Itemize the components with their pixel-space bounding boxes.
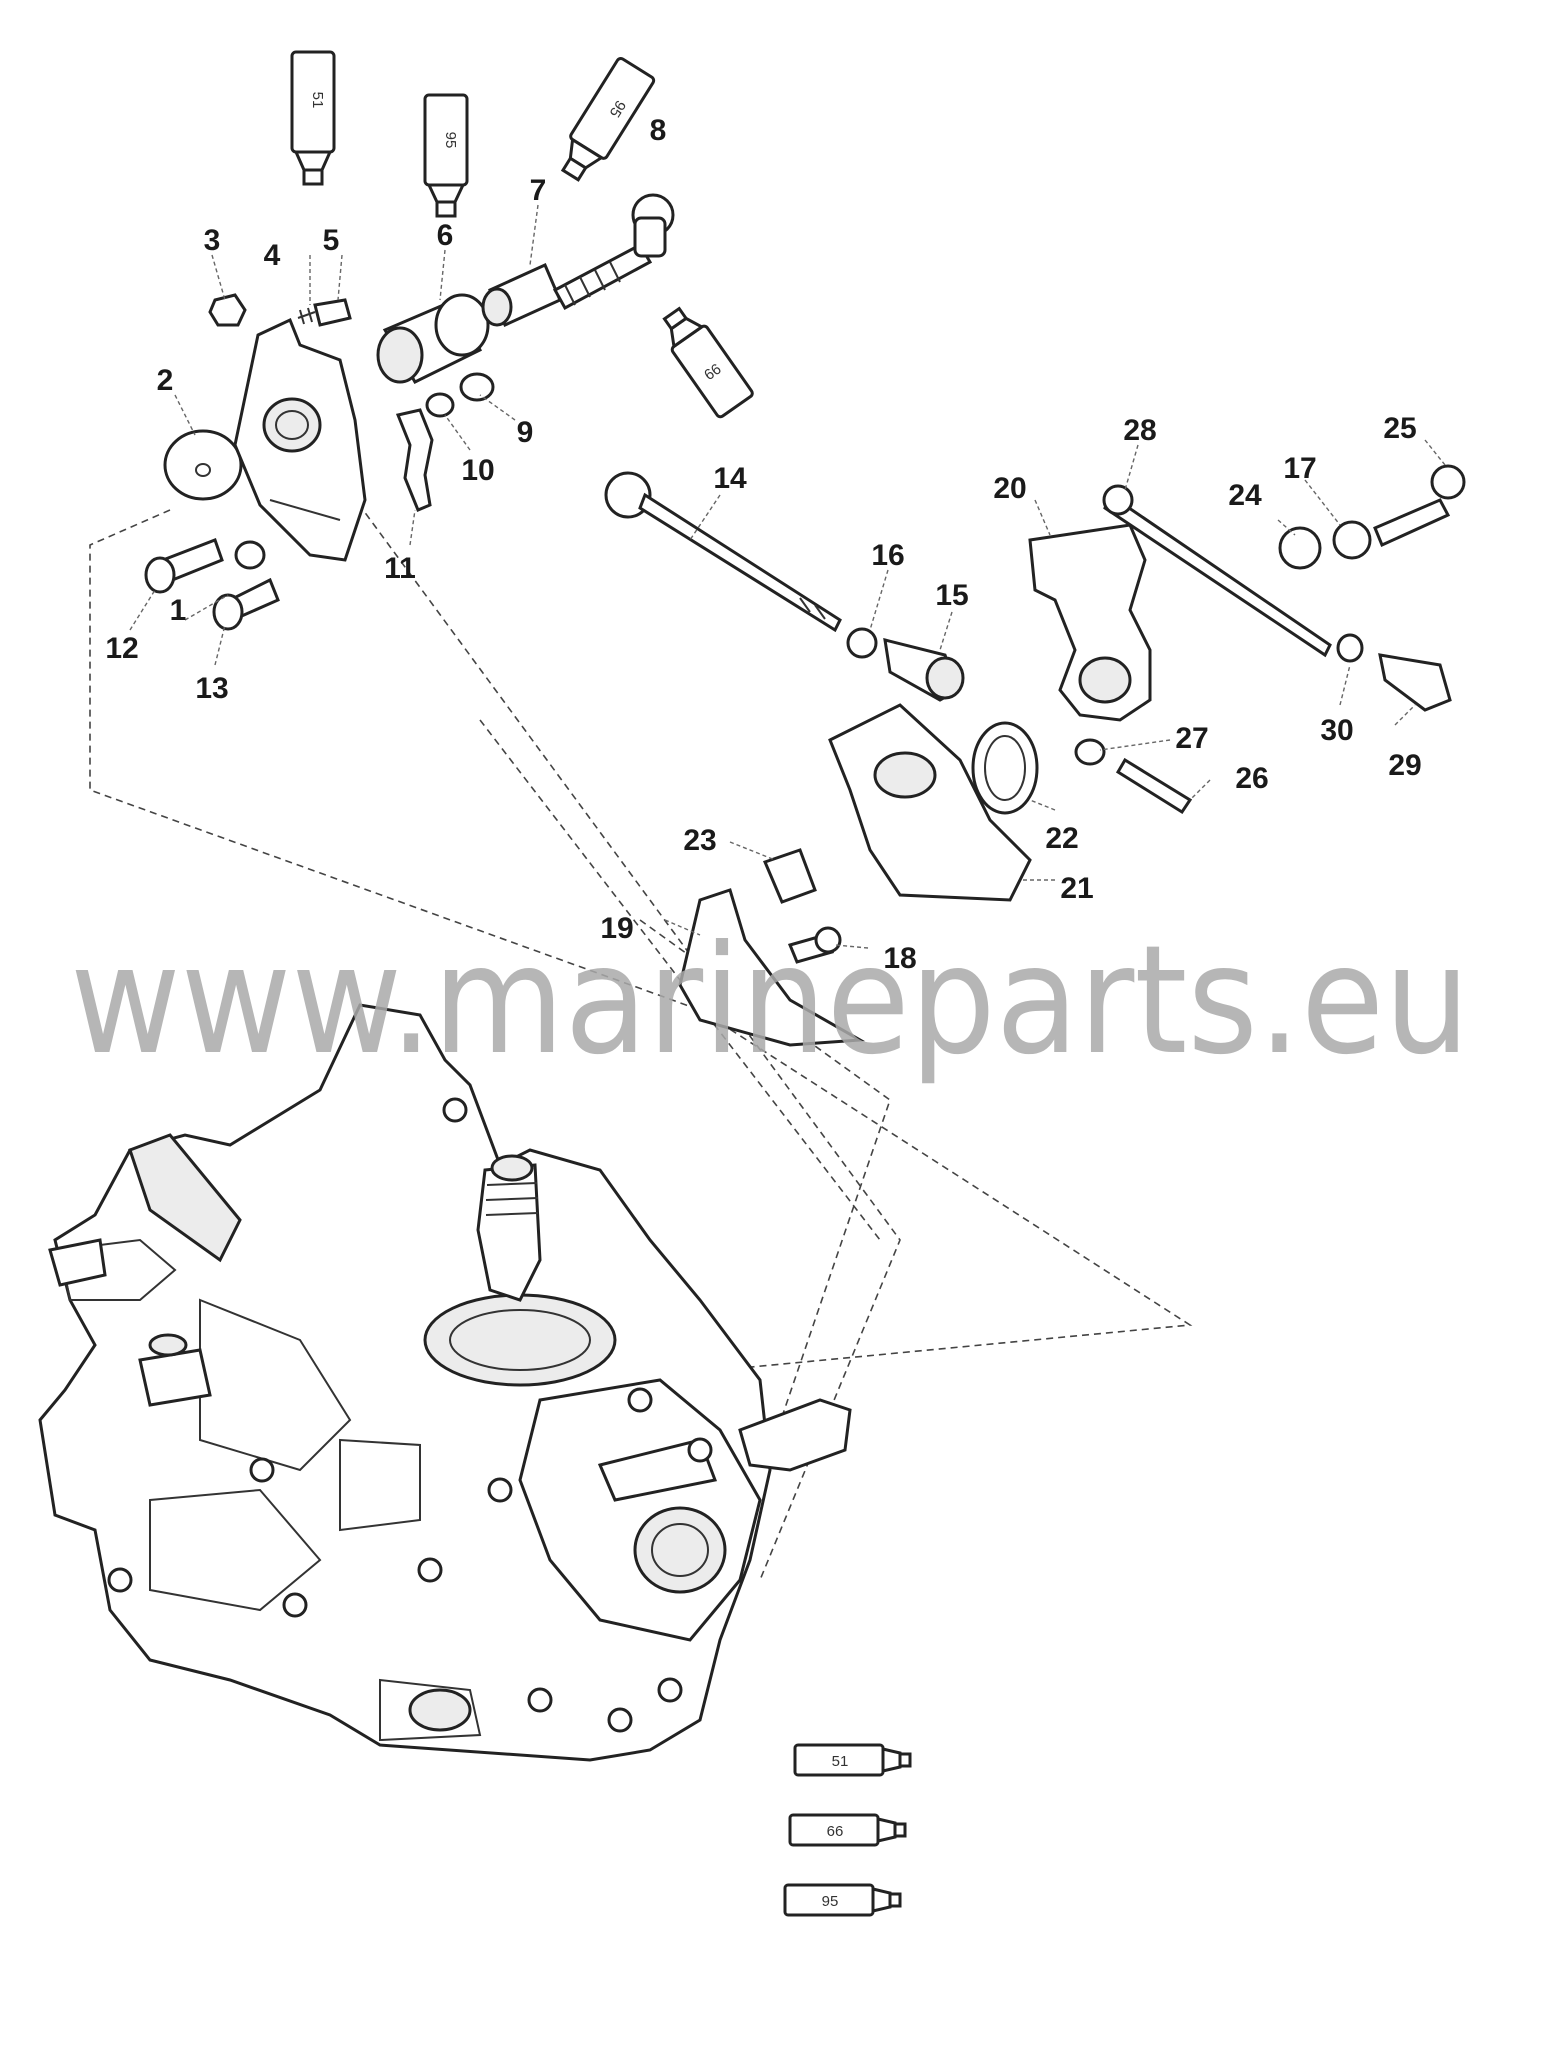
sealant-legend: 51 66 95: [783, 1743, 912, 1917]
washer-part-27: [1074, 738, 1106, 766]
callout-labels: 1 2 3 4 5 6 7 8 9 10 11 12 13 14 15 16 1…: [105, 114, 1421, 975]
callout-3: 3: [204, 224, 221, 257]
nut-part-9: [459, 372, 495, 402]
callout-15: 15: [935, 579, 968, 612]
legend-label: 95: [822, 1893, 839, 1910]
watermark-text: www.marineparts.eu: [70, 914, 1470, 1088]
throttle-cam-assembly: [144, 193, 675, 631]
callout-30: 30: [1320, 714, 1353, 747]
screw-part-25: [1373, 498, 1451, 548]
washer-part-24: [1278, 526, 1322, 570]
callout-19: 19: [600, 912, 633, 945]
callout-9: 9: [517, 416, 534, 449]
sealant-tube-95-mid: 95: [423, 93, 469, 218]
callout-18: 18: [883, 942, 916, 975]
callout-27: 27: [1175, 722, 1208, 755]
washer-part-1: [234, 540, 266, 570]
callout-5: 5: [323, 224, 340, 257]
callout-2: 2: [157, 364, 174, 397]
legend-tube-95: 95: [783, 1883, 902, 1917]
nut-part-3: [208, 293, 247, 327]
callout-leaders: [129, 204, 1446, 949]
legend-tube-66: 66: [788, 1813, 907, 1847]
spring-part-22: [971, 721, 1039, 815]
callout-29: 29: [1388, 749, 1421, 782]
washer-part-10: [425, 392, 455, 418]
legend-label: 66: [827, 1823, 844, 1840]
engine-block: [38, 1003, 852, 1762]
lever-part-21: [828, 703, 1032, 902]
tube-label: 95: [606, 97, 629, 120]
bolt-part-8: [552, 243, 653, 311]
callout-7: 7: [530, 174, 547, 207]
bracket-part-19: [678, 888, 866, 1047]
callout-28: 28: [1123, 414, 1156, 447]
bushing-part-23: [762, 848, 817, 904]
callout-22: 22: [1045, 822, 1078, 855]
callout-16: 16: [871, 539, 904, 572]
sealant-tube-51-top: 51: [290, 50, 336, 186]
ball-joint-part-29: [1378, 653, 1452, 712]
washer-part-30: [1336, 633, 1364, 663]
legend-label: 51: [832, 1753, 849, 1770]
legend-tube-51: 51: [793, 1743, 912, 1777]
tube-label: 95: [442, 132, 459, 149]
screw-part-26: [1115, 757, 1193, 815]
callout-4: 4: [264, 239, 281, 272]
sealant-tube-66: 66: [662, 306, 754, 419]
sealant-tube-95-right: 95: [560, 57, 656, 182]
tube-label: 66: [701, 361, 724, 384]
linkage-rod-part-14: [604, 471, 842, 633]
callout-23: 23: [683, 824, 716, 857]
callout-8: 8: [650, 114, 667, 147]
callout-13: 13: [195, 672, 228, 705]
callout-14: 14: [713, 462, 747, 495]
callout-12: 12: [105, 632, 138, 665]
callout-21: 21: [1060, 872, 1093, 905]
tube-label: 51: [309, 92, 326, 109]
callout-20: 20: [993, 472, 1026, 505]
link-part-11: [395, 408, 434, 512]
callout-1: 1: [170, 594, 187, 627]
callout-24: 24: [1228, 479, 1262, 512]
washer-part-16: [846, 627, 878, 659]
callout-6: 6: [437, 219, 454, 252]
washer-part-17: [1332, 520, 1372, 560]
callout-10: 10: [461, 454, 494, 487]
callout-26: 26: [1235, 762, 1268, 795]
callout-11: 11: [384, 552, 416, 585]
callout-17: 17: [1283, 452, 1316, 485]
callout-25: 25: [1383, 412, 1416, 445]
